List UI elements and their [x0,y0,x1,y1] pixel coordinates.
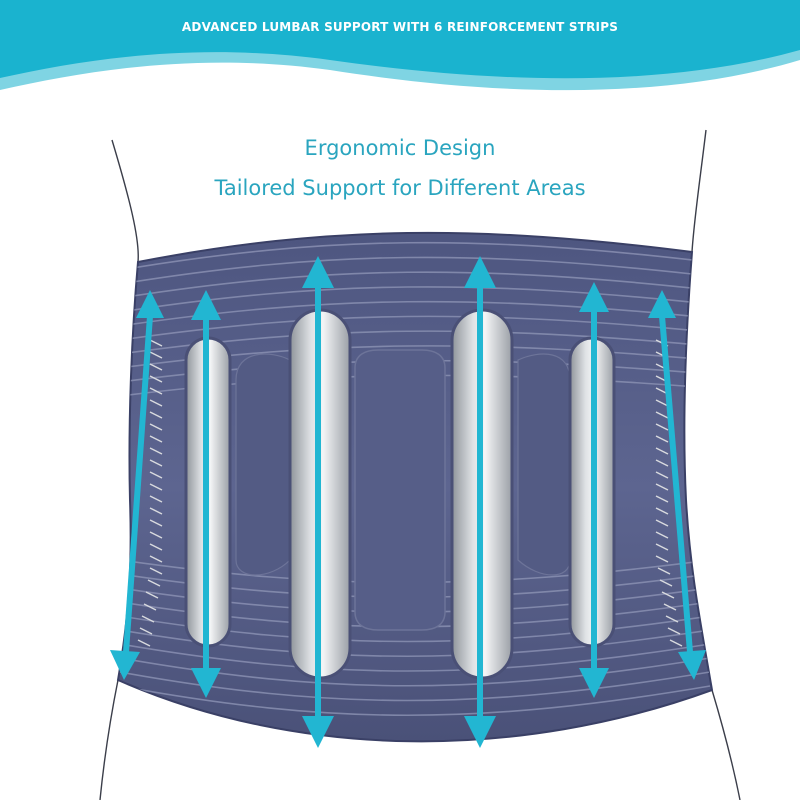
left-spring-strip [137,339,163,647]
header-banner: ADVANCED LUMBAR SUPPORT WITH 6 REINFORCE… [0,0,800,110]
wave-banner-graphic [0,0,800,91]
double-arrow-icon [579,282,609,698]
headline: ADVANCED LUMBAR SUPPORT WITH 6 REINFORCE… [181,20,619,34]
support-arrows [110,256,706,748]
feature-line-ergonomic: Ergonomic Design [304,136,496,160]
double-arrow-icon [110,290,164,680]
double-arrow-icon [464,256,496,748]
double-arrow-icon [302,256,334,748]
center-panel [354,349,446,631]
double-arrow-icon [648,290,706,680]
belt-body [116,231,714,743]
double-arrow-icon [191,290,221,698]
feature-line-tailored: Tailored Support for Different Areas [214,176,586,200]
torso-outline [99,129,741,800]
